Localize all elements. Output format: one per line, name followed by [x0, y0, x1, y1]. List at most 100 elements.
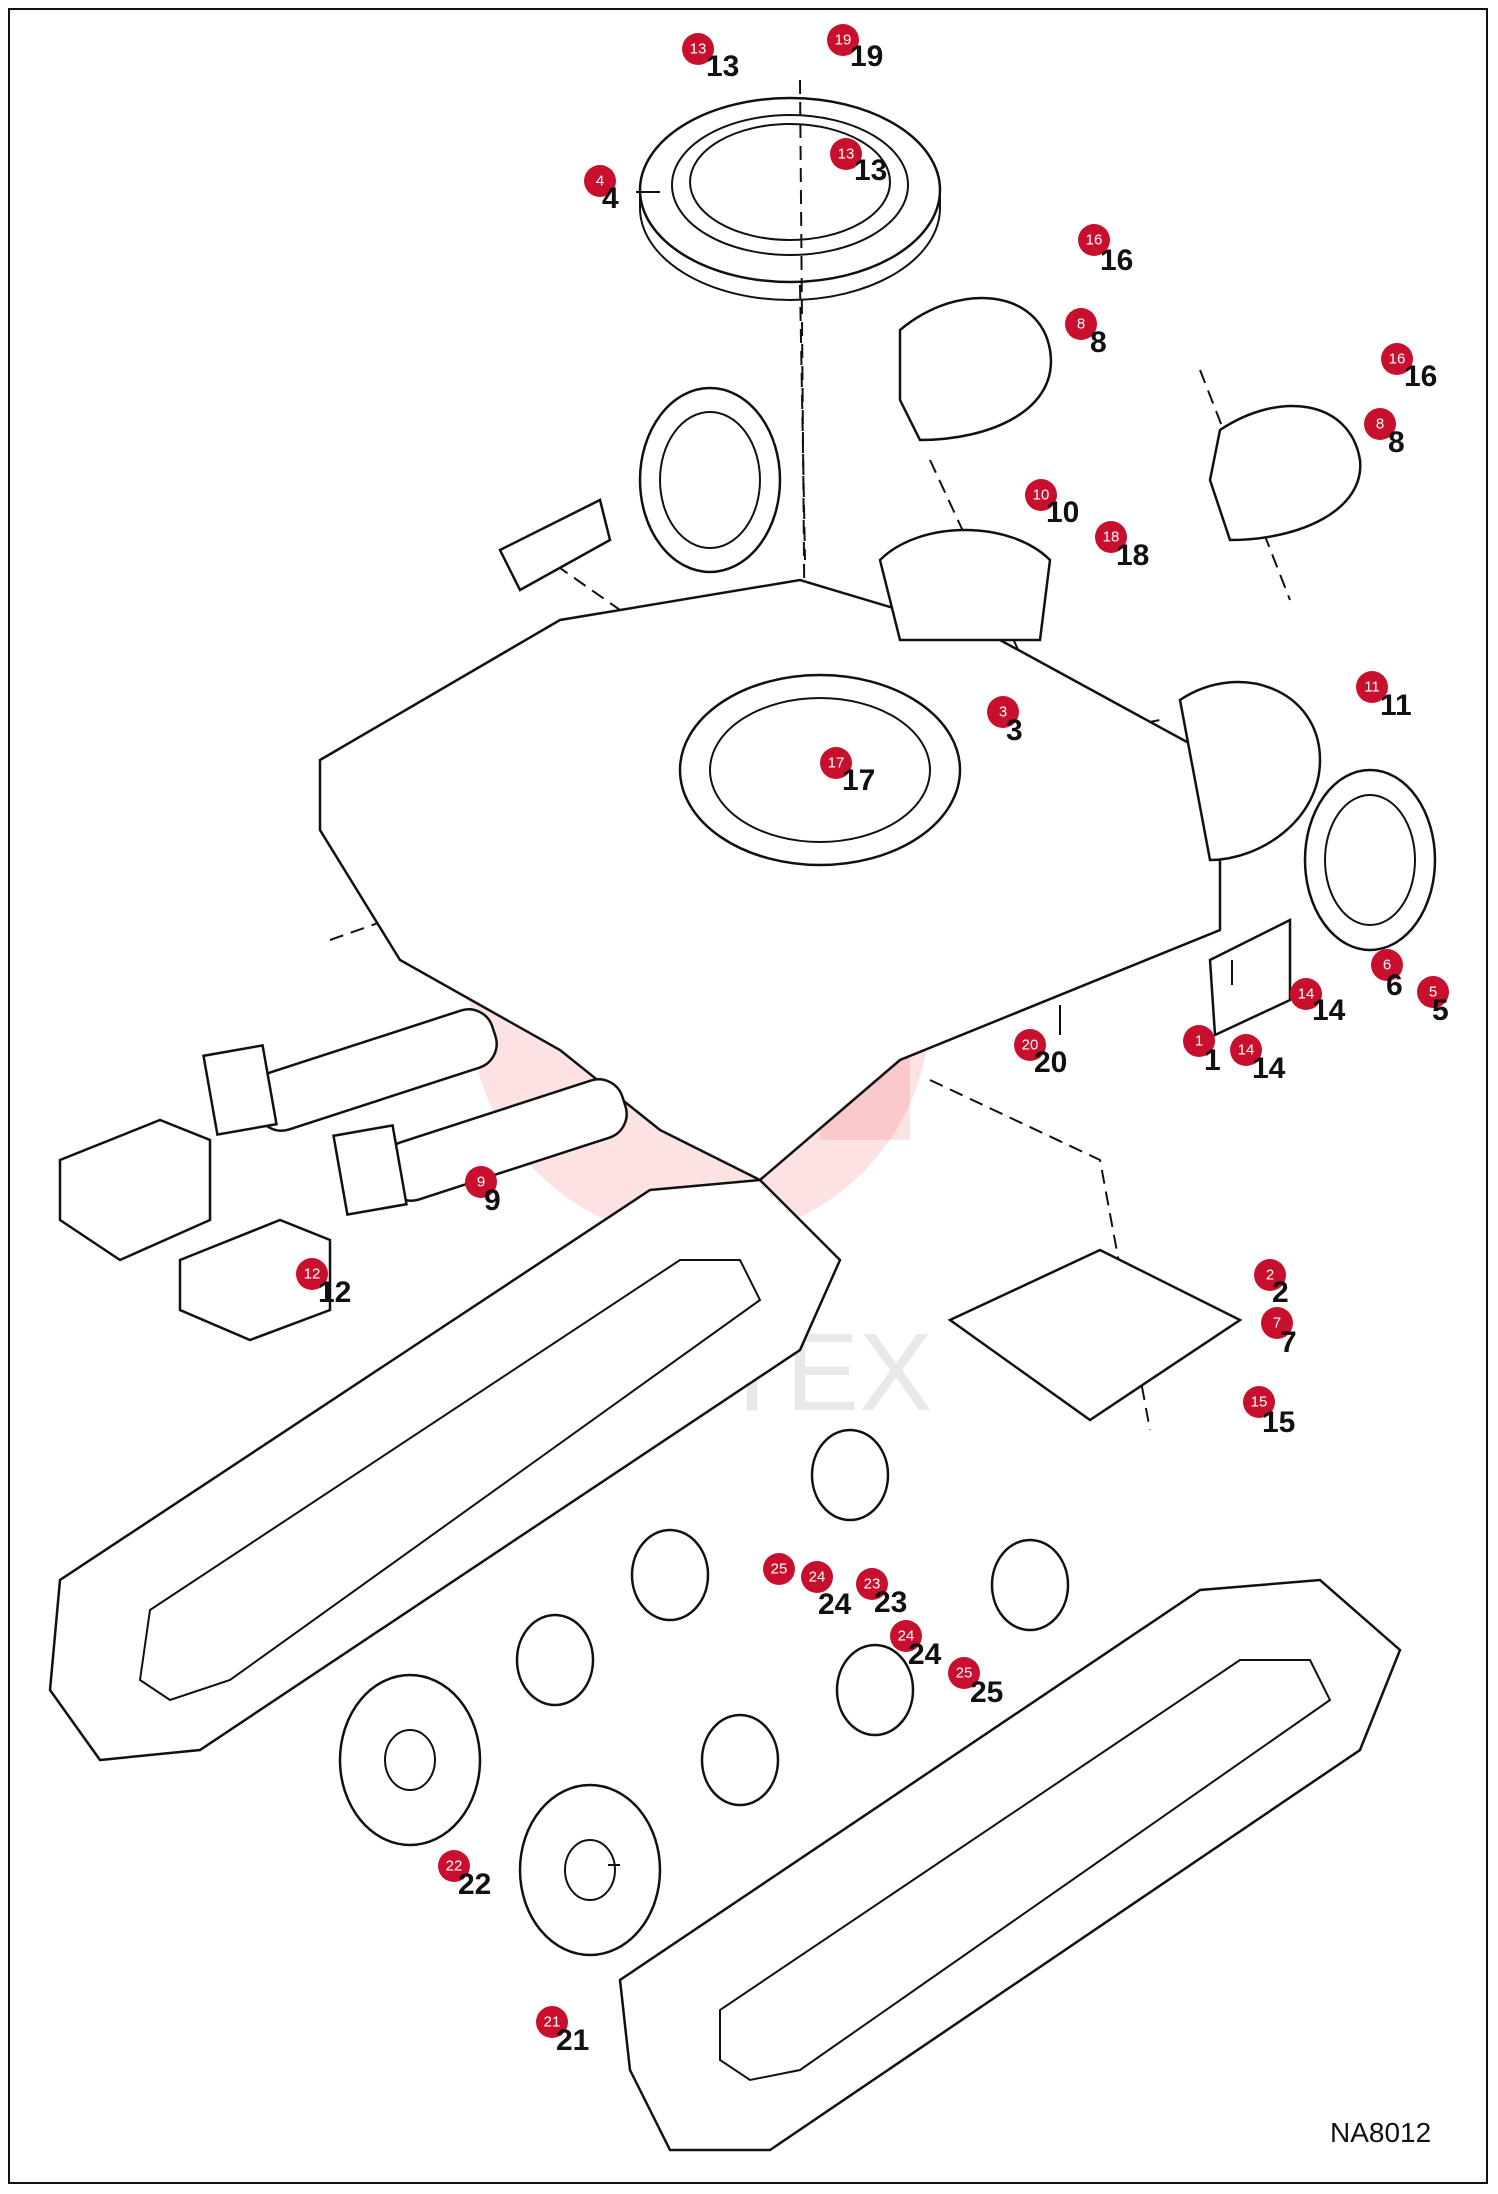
svg-text:3: 3	[1006, 714, 1023, 747]
callout-2: 2 2	[1254, 1259, 1289, 1309]
svg-text:24: 24	[898, 1628, 915, 1645]
svg-text:25: 25	[771, 1561, 788, 1578]
slewing-ring	[638, 96, 942, 301]
svg-text:25: 25	[956, 1665, 973, 1682]
svg-text:20: 20	[1034, 1046, 1067, 1079]
svg-text:16: 16	[1404, 360, 1437, 393]
svg-text:13: 13	[706, 50, 739, 83]
drive-sprocket-right	[1303, 768, 1437, 952]
svg-text:16: 16	[1086, 232, 1103, 249]
svg-text:9: 9	[477, 1174, 485, 1191]
callout-22: 22 22	[438, 1850, 491, 1901]
callout-13-top: 13 13	[682, 33, 739, 83]
svg-text:13: 13	[838, 146, 855, 163]
svg-text:24: 24	[908, 1638, 942, 1671]
svg-text:9: 9	[484, 1184, 501, 1217]
small-guard-left	[498, 498, 612, 592]
svg-text:2: 2	[1272, 1276, 1289, 1309]
svg-text:24: 24	[809, 1569, 826, 1586]
callout-15: 15 15	[1243, 1386, 1295, 1439]
svg-text:10: 10	[1046, 496, 1079, 529]
callout-1: 1 1	[1183, 1025, 1221, 1077]
svg-text:4: 4	[596, 173, 604, 190]
callout-20: 20 20	[1014, 1029, 1067, 1079]
svg-text:5: 5	[1429, 984, 1437, 1001]
callout-25-right: 25 25	[948, 1657, 1003, 1709]
callout-10: 10 10	[1025, 479, 1079, 529]
svg-text:8: 8	[1077, 316, 1085, 333]
svg-text:18: 18	[1103, 529, 1120, 546]
svg-text:21: 21	[556, 2024, 589, 2057]
svg-text:17: 17	[842, 764, 875, 797]
callout-14-lower: 14 14	[1230, 1034, 1286, 1085]
svg-text:1: 1	[1204, 1044, 1221, 1077]
callout-16-upper: 16 16	[1078, 224, 1133, 277]
svg-text:1: 1	[1195, 1033, 1203, 1050]
callout-25-left: 25	[763, 1553, 795, 1585]
rubber-track-right	[618, 1578, 1402, 2152]
svg-text:14: 14	[1238, 1042, 1255, 1059]
callout-24-left: 24 24	[801, 1561, 852, 1621]
callout-12: 12 12	[296, 1258, 351, 1309]
callout-16-right: 16 16	[1381, 343, 1437, 393]
svg-text:10: 10	[1033, 487, 1050, 504]
svg-text:14: 14	[1312, 994, 1346, 1027]
track-rollers	[515, 1428, 1070, 1807]
lower-frame	[318, 528, 1322, 1182]
callout-4: 4 4	[584, 165, 619, 215]
callout-8-upper: 8 8	[1065, 308, 1107, 359]
svg-text:7: 7	[1280, 1326, 1297, 1359]
svg-text:23: 23	[874, 1586, 907, 1619]
svg-text:8: 8	[1388, 426, 1405, 459]
callout-7: 7 7	[1261, 1307, 1297, 1359]
svg-text:6: 6	[1386, 969, 1403, 1002]
svg-text:24: 24	[818, 1588, 852, 1621]
callout-23: 23 23	[856, 1568, 907, 1619]
svg-text:3: 3	[999, 704, 1007, 721]
svg-text:12: 12	[318, 1276, 351, 1309]
callout-9: 9 9	[465, 1166, 501, 1217]
svg-text:11: 11	[1380, 689, 1412, 722]
track-adjuster-lower	[332, 1078, 628, 1217]
drive-sprocket-left	[638, 386, 782, 574]
callout-13-ring: 13 13	[830, 138, 887, 187]
svg-text:5: 5	[1432, 994, 1449, 1027]
callout-8-right: 8 8	[1364, 408, 1405, 459]
svg-text:17: 17	[828, 755, 845, 772]
svg-text:11: 11	[1364, 679, 1380, 696]
svg-text:8: 8	[1376, 416, 1384, 433]
front-idlers	[338, 1673, 662, 1957]
leader-lines	[608, 191, 1233, 1866]
svg-text:19: 19	[835, 32, 852, 49]
svg-text:16: 16	[1389, 351, 1406, 368]
svg-text:18: 18	[1116, 539, 1149, 572]
svg-text:14: 14	[1252, 1052, 1286, 1085]
svg-text:13: 13	[690, 41, 707, 58]
bracket-right	[1208, 917, 1292, 1037]
svg-text:15: 15	[1262, 1406, 1295, 1439]
svg-text:22: 22	[458, 1868, 491, 1901]
svg-text:23: 23	[864, 1576, 881, 1593]
callout-19: 19 19	[827, 24, 883, 73]
callout-3: 3 3	[987, 696, 1023, 747]
callout-17: 17 17	[820, 747, 875, 797]
callout-24-right: 24 24	[890, 1620, 942, 1671]
svg-text:6: 6	[1383, 957, 1391, 974]
svg-text:13: 13	[854, 154, 887, 187]
drawing-number: NA8012	[1330, 2117, 1431, 2148]
motor-cover-right	[1208, 404, 1362, 542]
svg-text:12: 12	[304, 1266, 321, 1283]
track-guard-lower	[178, 1218, 332, 1342]
motor-cover-upper	[898, 296, 1053, 442]
callout-14-right: 14 14	[1290, 978, 1346, 1027]
callout-6: 6 6	[1371, 949, 1403, 1002]
callout-5: 5 5	[1417, 976, 1449, 1027]
svg-text:8: 8	[1090, 326, 1107, 359]
track-guard-upper	[58, 1118, 212, 1262]
rubber-track-left	[48, 1178, 842, 1762]
svg-text:21: 21	[544, 2014, 561, 2031]
svg-text:16: 16	[1100, 244, 1133, 277]
callout-21: 21 21	[536, 2006, 589, 2057]
svg-text:22: 22	[446, 1858, 463, 1875]
svg-text:7: 7	[1273, 1315, 1281, 1332]
